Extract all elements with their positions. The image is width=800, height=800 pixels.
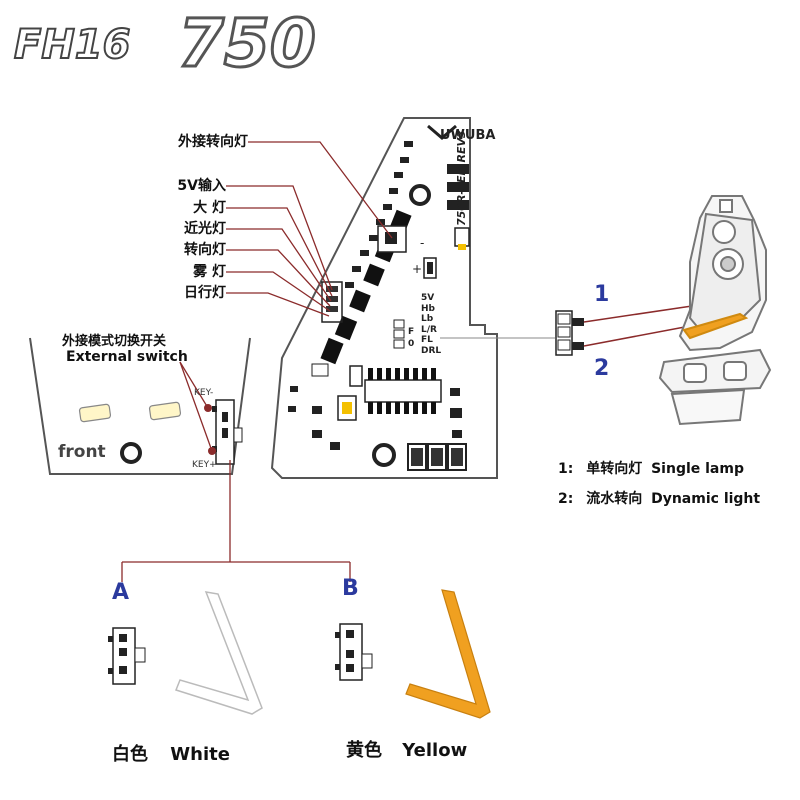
white-light-bar [175,591,263,715]
label-low-beam: 近光灯 [184,221,226,237]
option-b-en: Yellow [402,740,468,761]
pcb-rev: 750R-LED REV3 [455,130,468,226]
legend-item-2: 2: 流水转向 Dynamic light [558,488,760,508]
option-b-switch [335,623,373,681]
label-fog: 雾 灯 [193,264,226,280]
logo-model: FH16 [14,22,130,68]
switch-front-label: front [58,442,106,462]
headlight-wiring [440,305,693,356]
headlight-unit [658,195,772,426]
pcb-pad-row [393,319,405,349]
key-plus-label: KEY+ [192,460,217,470]
key-minus-label: KEY- [194,388,214,398]
connector-number-1: 1 [594,282,610,307]
option-a-letter: A [112,580,130,605]
pcb-side-letter: F [408,327,415,337]
logo-number: 750 [178,5,316,82]
label-turn: 转向灯 [184,242,226,258]
pcb-side-letters: F 0 [408,326,414,350]
brand-mark [427,124,457,140]
label-drl: 日行灯 [184,285,226,301]
pcb-pin: FL [421,335,433,345]
pcb-pin: Lb [421,314,434,324]
main-pcb [270,117,498,479]
option-b-cn: 黄色 [346,740,382,761]
connector-number-2: 2 [594,356,610,381]
pcb-minus: - [420,236,425,250]
label-ext-turn: 外接转向灯 [178,134,248,150]
switch-title-cn: 外接模式切换开关 [62,334,167,349]
label-5v-input: 5V输入 [177,178,226,194]
switch-title-en: External switch [66,349,188,365]
option-b-label: 黄色 Yellow [346,736,467,762]
option-a-en: White [170,744,230,765]
legend-2-num: 2: [558,491,574,507]
pcb-wires [226,141,393,317]
pcb-pin: Hb [421,303,435,314]
legend-1-en: Single lamp [651,461,744,477]
option-a-label: 白色 White [112,740,230,766]
legend-1-num: 1: [558,461,574,477]
legend-2-en: Dynamic light [651,491,761,507]
pcb-plus: + [412,262,423,276]
pcb-transistors [407,443,467,471]
pcb-smd-small [345,141,413,288]
option-wire [121,460,351,582]
legend-item-1: 1: 单转向灯 Single lamp [558,458,744,478]
pcb-hole [409,184,431,206]
connector-block [555,310,573,356]
pcb-side-letter: 0 [408,339,415,349]
amber-light-bar [405,589,491,719]
option-b-letter: B [342,576,359,601]
pcb-ic [364,368,442,414]
pcb-pin: 5V [421,293,435,303]
fh16-750-logo: FH16 750 [13,4,317,84]
option-a-cn: 白色 [112,744,148,765]
pcb-brand: UWUBA [440,128,496,143]
option-a-switch [108,627,146,685]
pcb-pin-list: 5V Hb Lb L/R FL DRL [421,293,441,356]
pcb-pin: L/R [421,324,437,335]
label-big-light: 大 灯 [193,200,226,216]
pcb-resistors [447,164,469,210]
pcb-pin: DRL [421,345,442,356]
legend-2-cn: 流水转向 [586,491,643,507]
switch-board [29,337,251,475]
legend-1-cn: 单转向灯 [586,461,643,477]
pcb-hole [372,443,396,467]
